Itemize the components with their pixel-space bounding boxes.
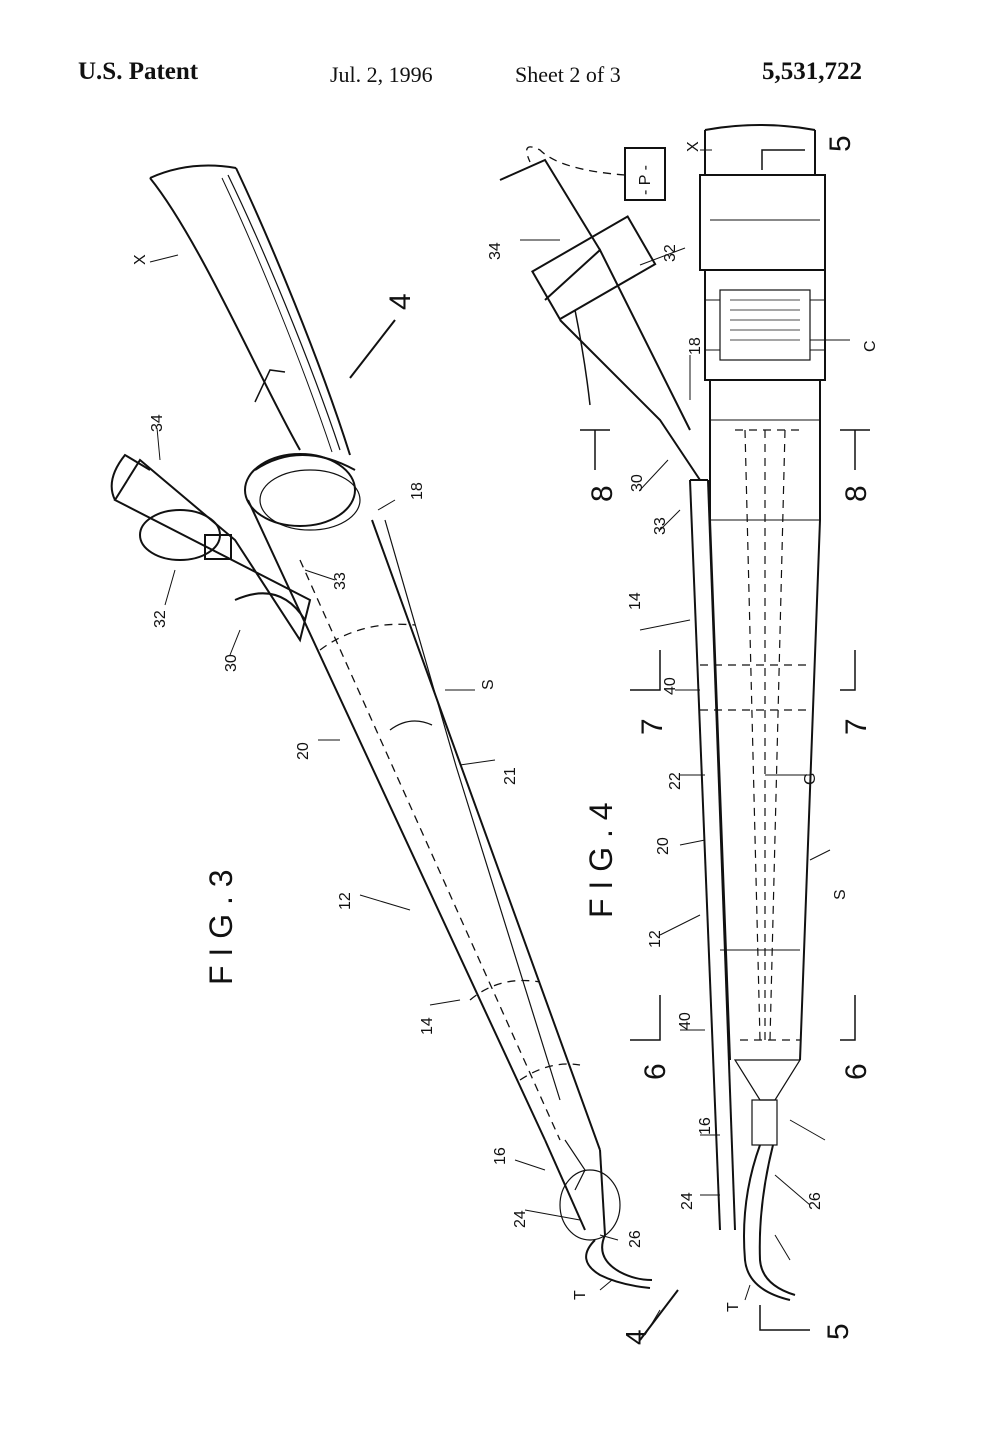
fig3-label-21: 21	[502, 767, 519, 785]
fig4-label-22: 22	[667, 772, 684, 790]
fig3-label-26: 26	[627, 1230, 644, 1248]
fig3-label-32: 32	[152, 610, 169, 628]
fig3-drawing	[110, 164, 679, 1341]
fig4-labels: F I G . 4 - P - X 5 34 32 18 C 8 8 30 33…	[487, 135, 879, 1340]
fig3-section-4-end: 4	[620, 1329, 651, 1345]
fig4-section-8-right: 8	[840, 485, 873, 502]
fig3-label-24: 24	[512, 1210, 529, 1228]
patent-date: Jul. 2, 1996	[330, 62, 433, 87]
fig4-label-c: C	[862, 340, 879, 352]
fig4-label-26: 26	[807, 1192, 824, 1210]
fig3-label-x: X	[132, 254, 149, 265]
fig4-label-34: 34	[487, 242, 504, 260]
fig4-label-30: 30	[629, 474, 646, 492]
fig4-label-40b: 40	[677, 1012, 694, 1030]
fig4-label-12: 12	[647, 930, 664, 948]
fig3-label-s: S	[480, 679, 497, 690]
fig4-section-5-bottom: 5	[822, 1323, 855, 1340]
fig3-label-18: 18	[409, 482, 426, 500]
fig4-label-16: 16	[697, 1117, 714, 1135]
fig3-labels: F I G . 3 X 4 34 18 32 33 30 S 20 21 12 …	[132, 254, 651, 1345]
fig4-label-33: 33	[652, 517, 669, 535]
fig4-section-8-left: 8	[586, 485, 619, 502]
sheet-number: Sheet 2 of 3	[515, 62, 621, 87]
fig3-label-30: 30	[223, 654, 240, 672]
fig4-label-32: 32	[662, 244, 679, 262]
fig3-label-14: 14	[419, 1017, 436, 1035]
fig4-label-g: G	[802, 773, 819, 785]
fig3-label-34: 34	[149, 414, 166, 432]
patent-label: U.S. Patent	[78, 58, 199, 85]
fig4-section-5-top: 5	[824, 135, 857, 152]
fig3-label-12: 12	[337, 892, 354, 910]
fig3-title: F I G . 3	[203, 869, 239, 985]
fig4-section-7-left: 7	[636, 718, 669, 735]
fig3-label-16: 16	[492, 1147, 509, 1165]
fig3-label-20: 20	[295, 742, 312, 760]
fig4-label-t: T	[725, 1302, 742, 1312]
fig3-label-33: 33	[332, 572, 349, 590]
fig3-label-t: T	[572, 1290, 589, 1300]
fig4-section-7-right: 7	[840, 718, 873, 735]
fig4-title: F I G . 4	[583, 802, 619, 918]
fig4-label-p: - P -	[637, 165, 654, 195]
fig4-section-6-left: 6	[639, 1063, 672, 1080]
fig4-section-6-right: 6	[840, 1063, 873, 1080]
fig4-label-24: 24	[679, 1192, 696, 1210]
fig4-label-20: 20	[655, 837, 672, 855]
patent-number: 5,531,722	[762, 58, 862, 85]
fig4-label-14: 14	[627, 592, 644, 610]
fig4-label-x: X	[685, 141, 702, 152]
fig4-label-s: S	[832, 889, 849, 900]
fig4-label-18: 18	[687, 337, 704, 355]
fig4-drawing	[499, 124, 870, 1331]
fig3-section-4: 4	[384, 293, 417, 310]
fig4-label-40a: 40	[662, 677, 679, 695]
